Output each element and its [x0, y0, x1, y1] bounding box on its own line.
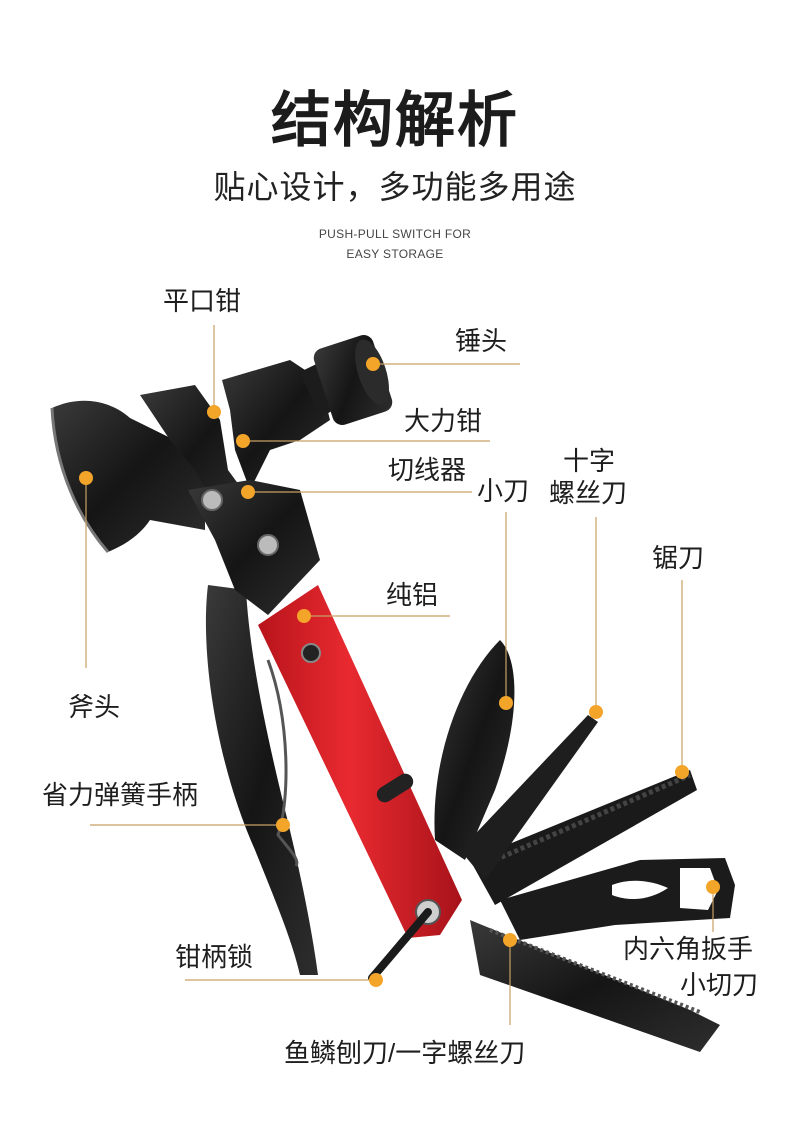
hex-wrench-shape	[500, 858, 735, 940]
spring-handle-shape	[205, 585, 318, 975]
handle-lock-lever-shape	[368, 908, 432, 982]
label-hammer-head: 锤头	[455, 326, 508, 356]
label-scaler-flat-screwdriver: 鱼鳞刨刀/一字螺丝刀	[284, 1038, 526, 1068]
note-line-1: PUSH-PULL SWITCH FOR	[318, 227, 472, 241]
page-subtitle: 贴心设计，多功能多用途	[213, 169, 577, 205]
label-saw: 锯刀	[652, 543, 705, 573]
label-cross-screwdriver-line2: 螺丝刀	[549, 478, 628, 508]
page-title: 结构解析	[271, 87, 519, 154]
label-small-cutter: 小切刀	[680, 970, 759, 1000]
label-spring-handle: 省力弹簧手柄	[42, 780, 199, 810]
label-hex-wrench: 内六角扳手	[623, 934, 754, 964]
center-body-shape	[188, 480, 320, 615]
saw-blade-shape	[470, 770, 697, 905]
label-wire-cutter: 切线器	[388, 455, 467, 485]
label-cross-screwdriver-line1: 十字	[563, 446, 616, 476]
axe-head-shape	[52, 400, 205, 552]
screwdriver-shape	[460, 715, 598, 880]
label-aluminum: 纯铝	[386, 580, 439, 610]
scaler-blade-shape	[470, 920, 720, 1052]
label-small-knife: 小刀	[477, 476, 530, 506]
note-line-2: EASY STORAGE	[346, 247, 444, 261]
label-axe-head: 斧头	[68, 692, 121, 722]
callout-dots	[79, 357, 720, 987]
plier-jaw-left-shape	[140, 385, 250, 510]
label-big-pliers: 大力钳	[404, 406, 483, 436]
red-handle-shape	[258, 585, 462, 938]
label-handle-lock: 钳柄锁	[175, 942, 254, 972]
spring-wire-shape	[266, 659, 299, 867]
knife-blade-shape	[434, 640, 515, 860]
plier-jaw-right-shape	[222, 360, 330, 490]
leader-lines	[85, 325, 714, 1025]
label-flat-pliers: 平口钳	[163, 286, 242, 316]
